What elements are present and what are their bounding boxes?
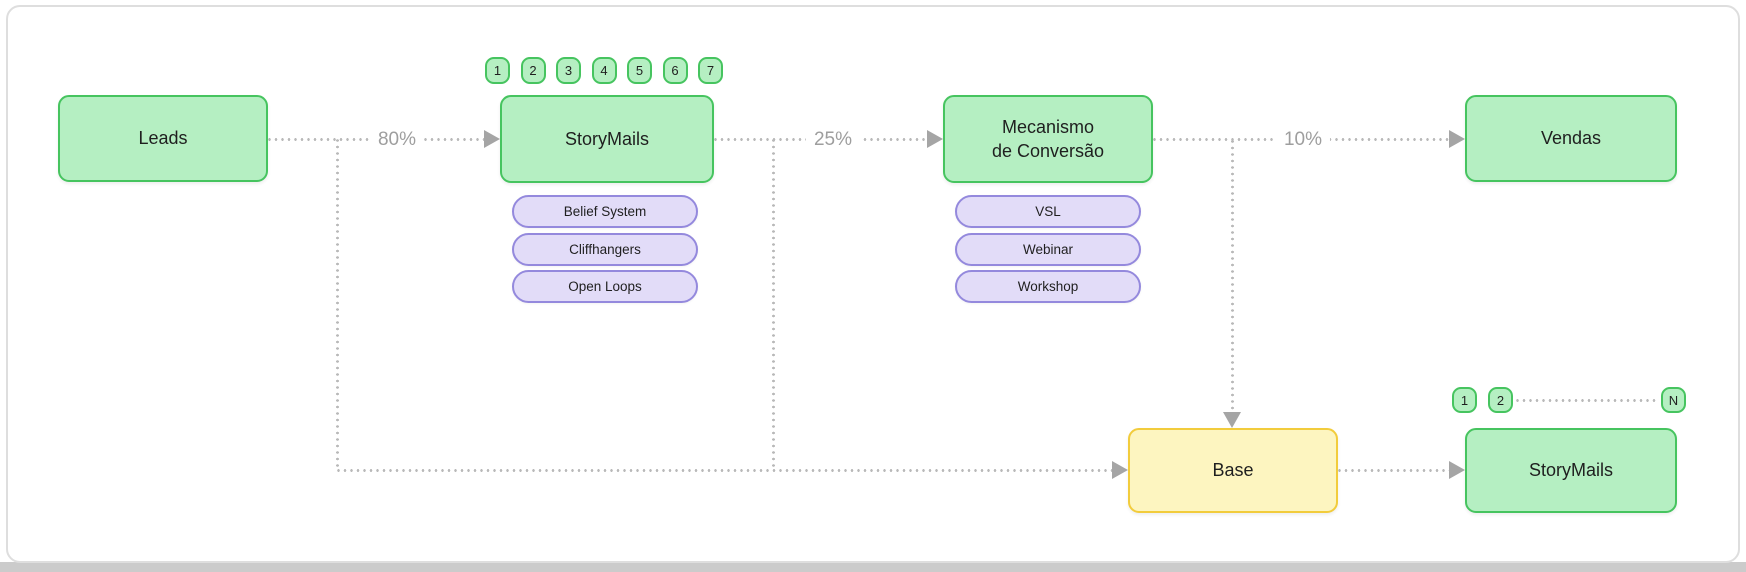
sequence-badge: 5 — [627, 57, 652, 84]
node-label: Vendas — [1540, 128, 1602, 149]
arrowhead-down-icon — [1223, 412, 1241, 428]
sequence-badge: 6 — [662, 57, 688, 84]
format-pill: Webinar — [955, 232, 1141, 266]
edge-label-10: 10% — [1275, 128, 1331, 152]
edge-storymails-branch-down — [772, 139, 775, 470]
node-label-line2: de Conversão — [991, 141, 1105, 161]
node-storymails-bottom: StoryMails — [1465, 428, 1677, 513]
sequence-badge: 2 — [1488, 387, 1513, 413]
storymails-tactics-list: Belief System Cliffhangers Open Loops — [512, 195, 698, 303]
node-label: StoryMails — [564, 128, 649, 149]
node-label: StoryMails — [1528, 460, 1613, 481]
arrowhead-icon — [1112, 461, 1128, 479]
tactic-pill: Cliffhangers — [512, 232, 698, 266]
node-label: Leads — [138, 128, 188, 149]
edge-label-80: 80% — [369, 128, 425, 152]
edge-bottom-to-base — [337, 469, 1112, 472]
node-base: Base — [1128, 428, 1338, 513]
edge-leads-branch-down — [336, 139, 339, 470]
node-mecanismo-de-conversao: Mecanismo de Conversão — [943, 95, 1153, 183]
arrowhead-icon — [484, 130, 500, 148]
page-background-strip — [0, 562, 1746, 572]
node-vendas: Vendas — [1465, 95, 1677, 182]
format-pill: Workshop — [955, 270, 1141, 303]
sequence-badge: 2 — [520, 57, 546, 84]
node-label: Base — [1212, 460, 1254, 481]
edge-base-to-storymails — [1338, 469, 1449, 472]
tactic-pill: Belief System — [512, 195, 698, 228]
sequence-badge: 1 — [485, 57, 510, 84]
arrowhead-icon — [1449, 130, 1465, 148]
node-leads: Leads — [58, 95, 268, 182]
mecanismo-formats-list: VSL Webinar Workshop — [955, 195, 1141, 303]
sequence-badge: 4 — [591, 57, 617, 84]
sequence-badge: 3 — [556, 57, 581, 84]
tactic-pill: Open Loops — [512, 270, 698, 303]
edge-mecanismo-down-to-base — [1231, 140, 1234, 412]
sequence-badge: 7 — [698, 57, 723, 84]
arrowhead-icon — [927, 130, 943, 148]
node-label-line1: Mecanismo — [1001, 116, 1095, 137]
edge-badge-2-to-n — [1516, 399, 1658, 402]
node-storymails-top: StoryMails — [500, 95, 714, 183]
sequence-badge: 1 — [1452, 387, 1477, 413]
sequence-badge-n: N — [1661, 387, 1686, 413]
arrowhead-icon — [1449, 461, 1465, 479]
format-pill: VSL — [955, 195, 1141, 228]
edge-label-25: 25% — [805, 128, 861, 152]
storymails-sequence-badges: 1 2 3 4 5 6 7 — [485, 57, 723, 84]
